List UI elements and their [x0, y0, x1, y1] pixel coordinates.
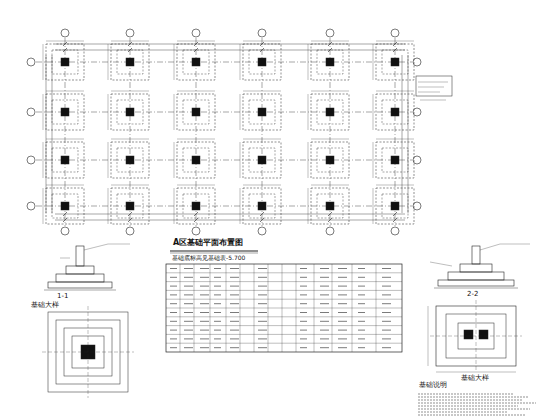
detail-label: 基础大样: [460, 375, 490, 383]
section-label: 1-1: [56, 293, 69, 301]
drawing-title: A区基础平面布置图: [172, 239, 244, 248]
notes-heading: 基础说明: [418, 382, 448, 390]
elevation-note: 基础底标高见基础表-5.700: [171, 255, 246, 262]
section-label: 2-2: [466, 291, 479, 299]
detail-label: 基础大样: [30, 302, 60, 310]
